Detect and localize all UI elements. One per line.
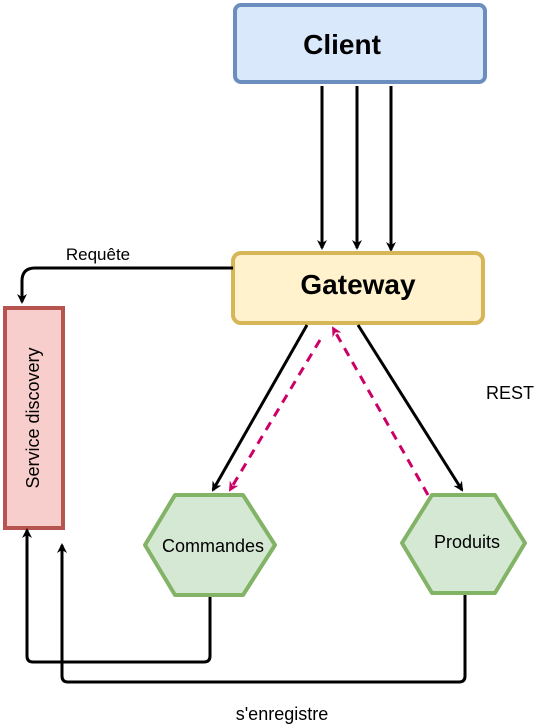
commandes-register-arrow [22,528,212,664]
enregistre-label: s'enregistre [236,704,328,724]
requete-arrow [17,266,233,304]
service-discovery-box [3,306,65,530]
produits-hexagon [400,493,527,595]
dashed-arrow-to-commandes [228,339,322,492]
service-discovery-label: Service discovery [23,347,43,488]
requete-label: Requête [66,245,130,264]
client-box [233,3,487,84]
produits-label: Produits [434,532,500,552]
gateway-to-produits-arrow [356,324,464,492]
gateway-label: Gateway [300,269,416,300]
gateway-box [231,251,485,325]
commandes-label: Commandes [162,536,264,556]
dashed-arrow-to-gateway [331,326,430,496]
client-label: Client [303,29,381,60]
rest-label: REST [486,383,534,403]
produits-register-arrow [57,543,467,684]
commandes-hexagon [143,493,277,597]
gateway-to-commandes-arrow [211,324,309,492]
